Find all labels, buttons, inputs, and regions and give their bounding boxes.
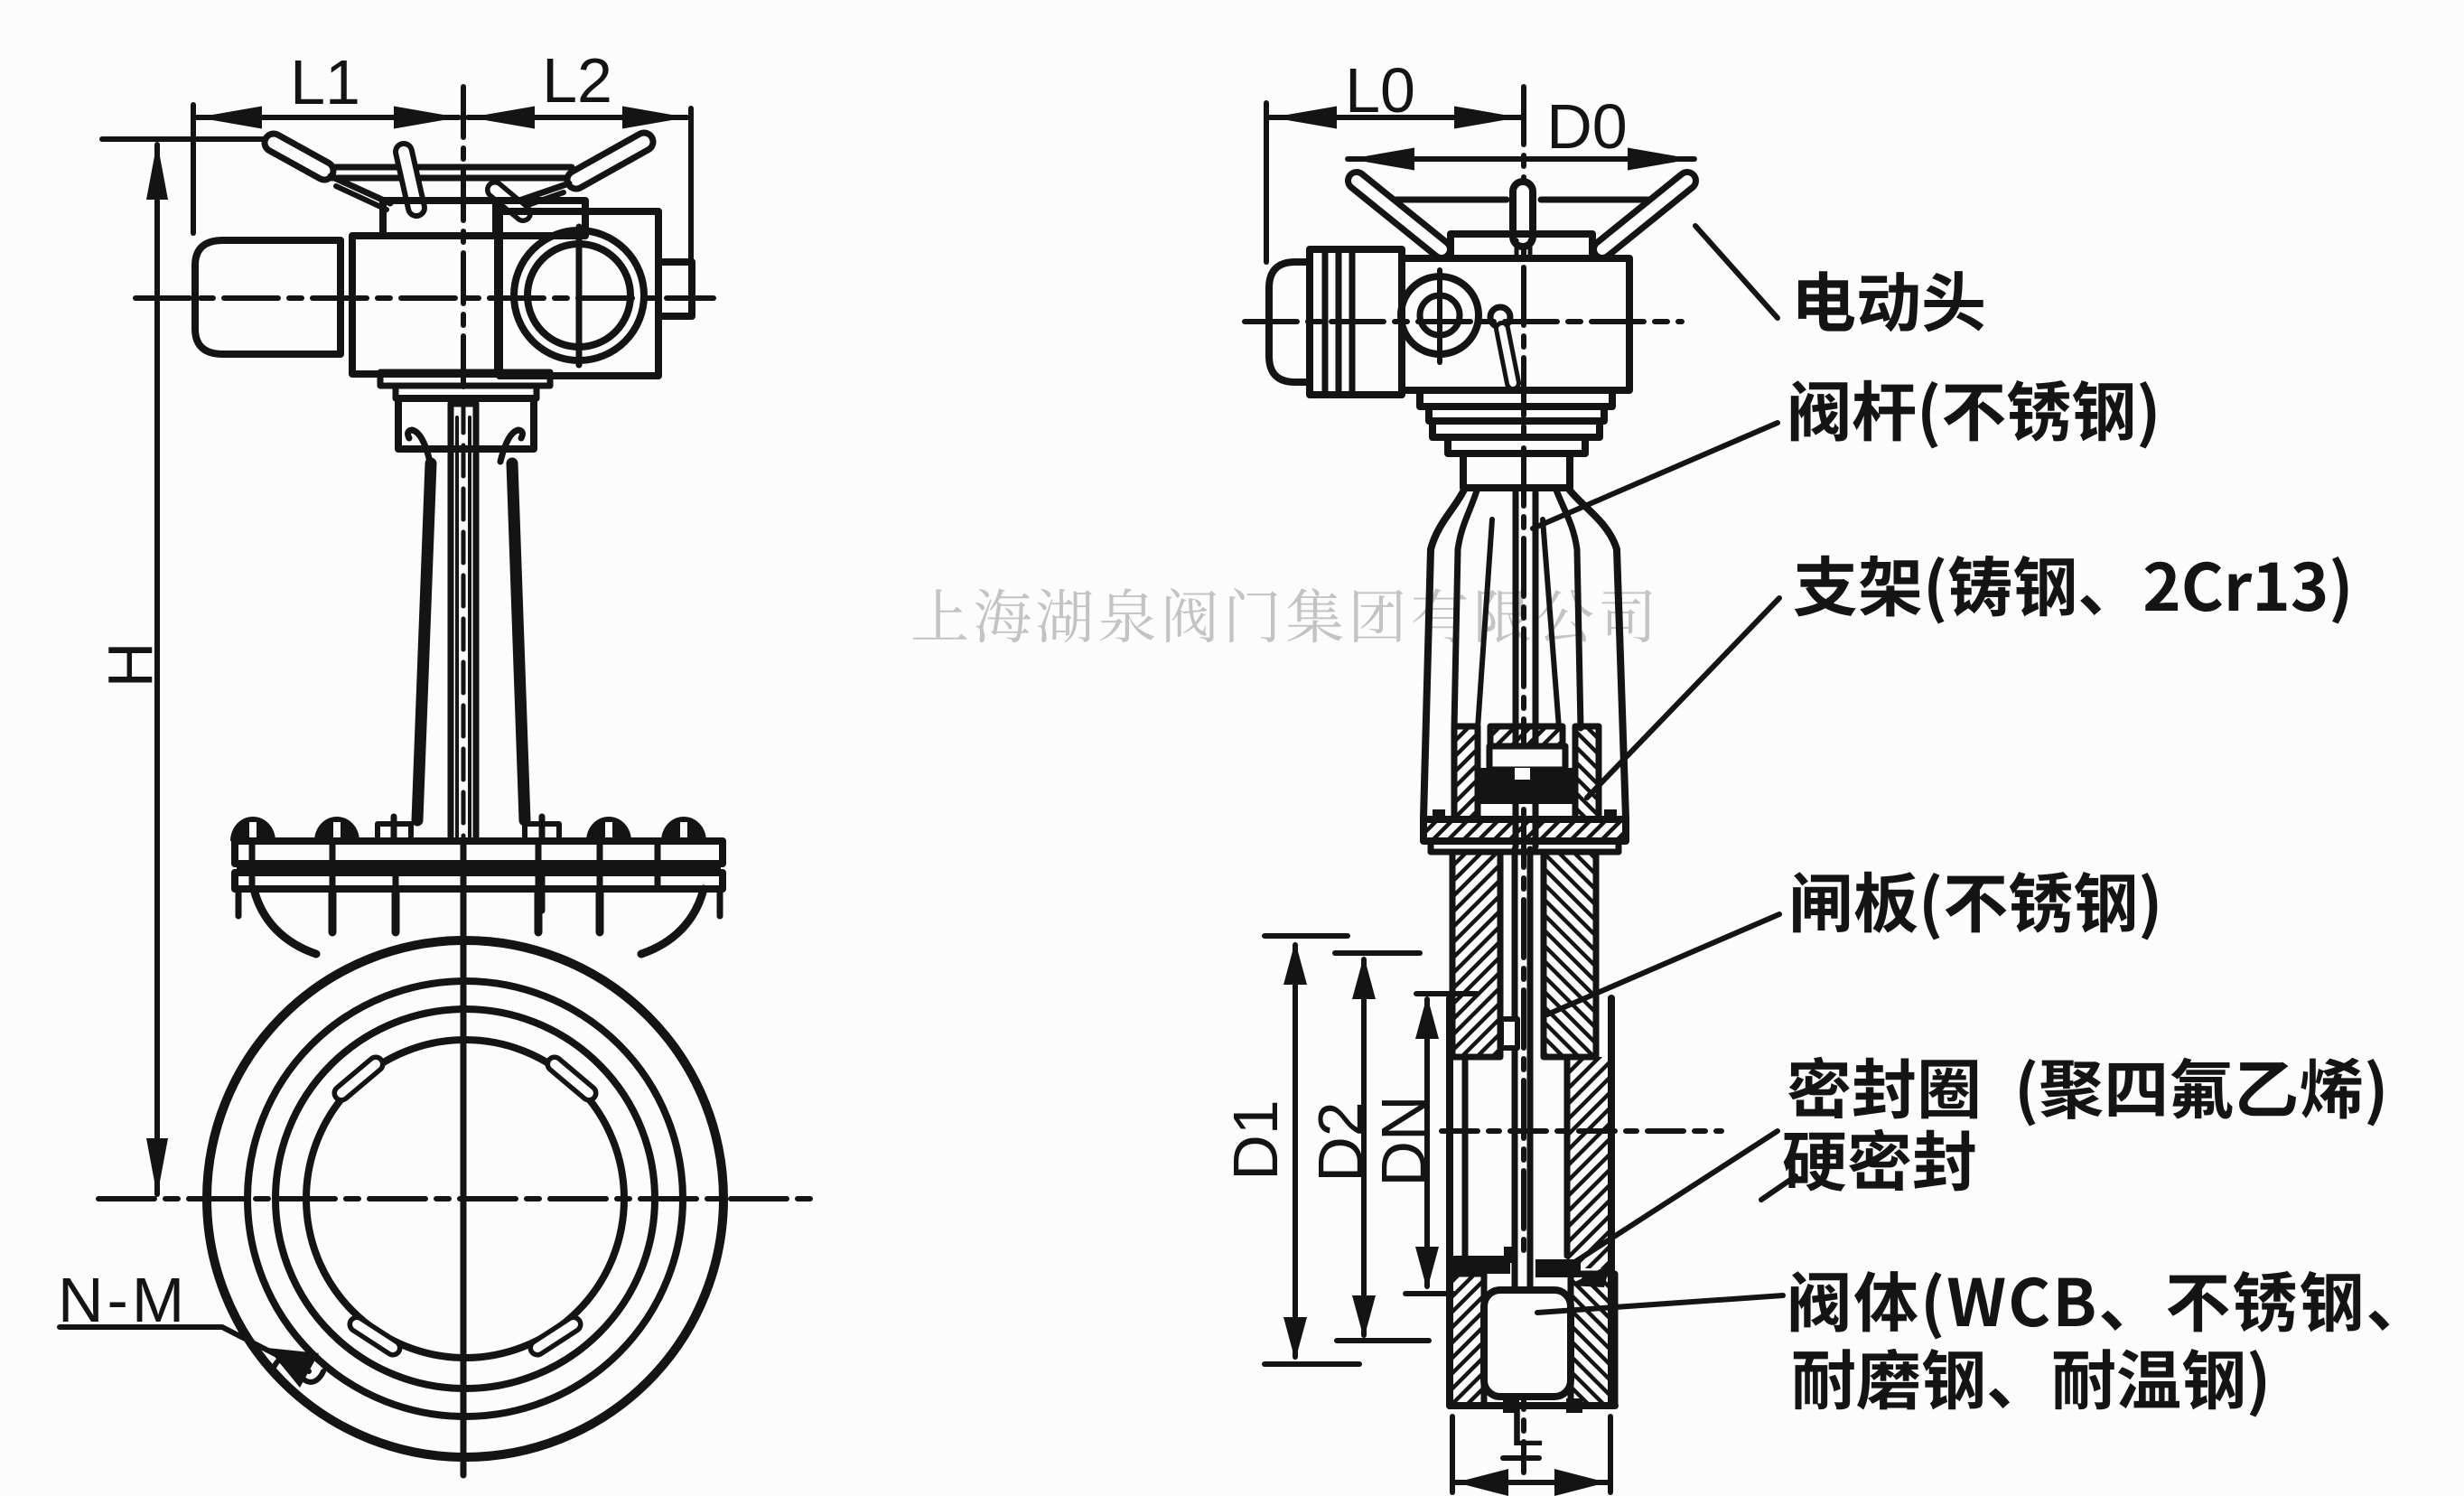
- svg-text:D0: D0: [1546, 91, 1627, 162]
- svg-text:L0: L0: [1345, 55, 1415, 126]
- svg-text:D1: D1: [1220, 1099, 1291, 1180]
- svg-text:DN: DN: [1368, 1095, 1439, 1186]
- svg-text:L2: L2: [542, 45, 612, 116]
- svg-text:D2: D2: [1305, 1101, 1376, 1182]
- svg-text:N-M: N-M: [58, 1265, 188, 1335]
- svg-text:H: H: [95, 642, 165, 688]
- svg-text:L: L: [1509, 1388, 1545, 1459]
- svg-text:L1: L1: [290, 47, 360, 117]
